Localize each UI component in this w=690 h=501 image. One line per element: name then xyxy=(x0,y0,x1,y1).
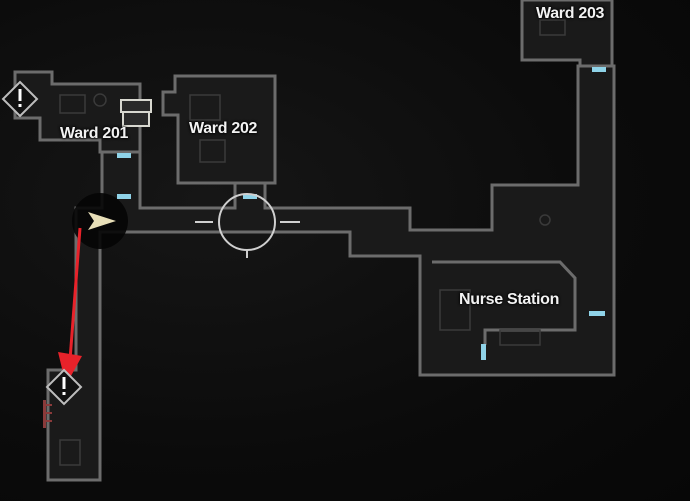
door-icon[interactable] xyxy=(117,153,131,158)
door-icon[interactable] xyxy=(117,194,131,199)
doors xyxy=(117,67,606,360)
room-furniture xyxy=(59,19,566,466)
player-arrow-icon[interactable] xyxy=(88,212,116,230)
room-label-ward-202: Ward 202 xyxy=(189,120,258,137)
nurse-station-room xyxy=(432,260,577,345)
warning-marker-icon[interactable] xyxy=(1,80,39,118)
supply-cart-icon[interactable] xyxy=(120,99,152,127)
ward-202-room xyxy=(161,74,277,185)
door-icon[interactable] xyxy=(243,194,257,199)
room-label-ward-203: Ward 203 xyxy=(536,5,605,22)
ward-201-room xyxy=(13,70,142,154)
warning-marker-icon[interactable] xyxy=(45,368,83,406)
ladder-icon xyxy=(43,400,52,428)
door-icon[interactable] xyxy=(481,344,486,360)
room-label-nurse-station: Nurse Station xyxy=(459,291,560,308)
compass-ring-icon xyxy=(195,193,300,258)
door-icon[interactable] xyxy=(592,67,606,72)
door-icon[interactable] xyxy=(589,311,605,316)
room-label-ward-201: Ward 201 xyxy=(60,125,129,142)
